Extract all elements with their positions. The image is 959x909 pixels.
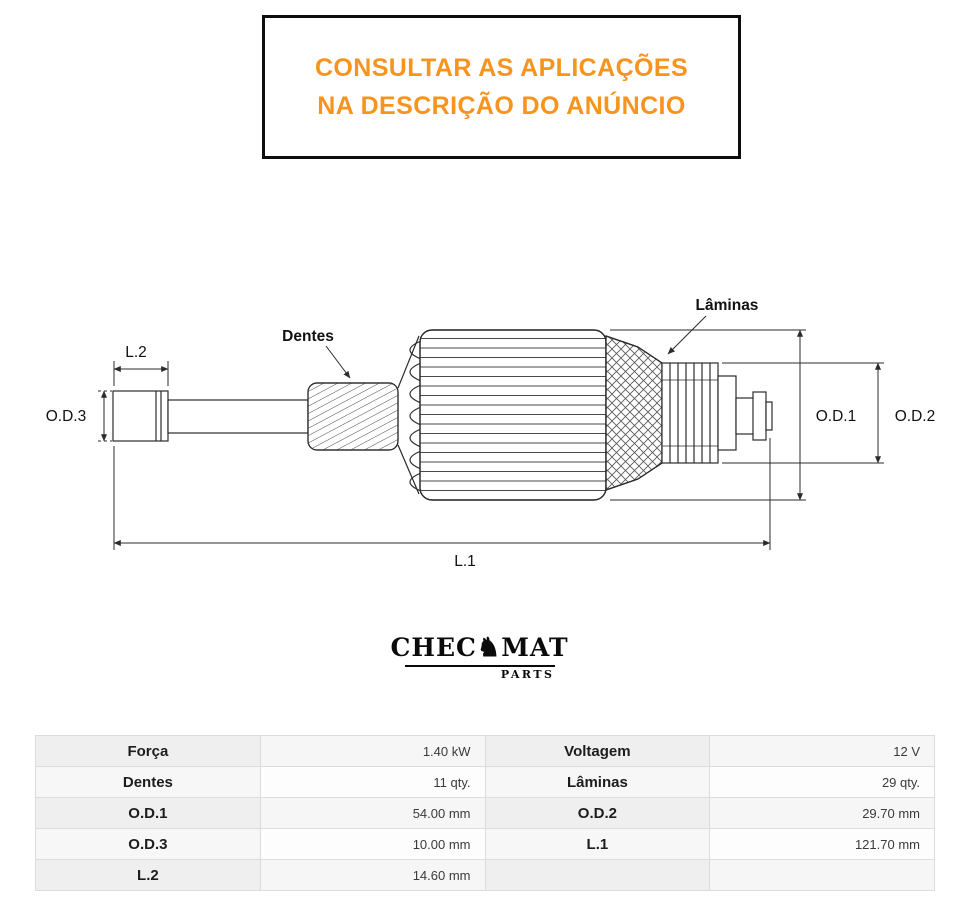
table-row: O.D.3 10.00 mm L.1 121.70 mm — [35, 828, 935, 860]
dim-label-od2: O.D.2 — [895, 408, 935, 425]
notice-box: CONSULTAR AS APLICAÇÕES NA DESCRIÇÃO DO … — [262, 15, 741, 159]
dentes-pointer-arrow — [325, 345, 351, 379]
table-row: O.D.1 54.00 mm O.D.2 29.70 mm — [35, 797, 935, 829]
spec-value: 10.00 mm — [259, 828, 486, 860]
end-collar — [752, 391, 767, 441]
spec-value: 29 qty. — [709, 766, 935, 798]
spec-label: L.2 — [35, 859, 261, 891]
diagram-labels: L.2 O.D.3 O.D.1 O.D.2 L.1 Dentes Lâminas — [46, 297, 935, 570]
spec-label: O.D.2 — [484, 797, 711, 829]
dim-label-od1: O.D.1 — [816, 408, 856, 425]
table-row: Dentes 11 qty. Lâminas 29 qty. — [35, 766, 935, 798]
brand-name: CHEC♞MAT — [390, 634, 568, 663]
notice-line-1: CONSULTAR AS APLICAÇÕES — [314, 53, 689, 82]
spec-label: Força — [35, 735, 261, 767]
brand-subtitle: PARTS — [404, 664, 555, 681]
notice-line-2: NA DESCRIÇÃO DO ANÚNCIO — [317, 91, 686, 120]
dim-label-od3: O.D.3 — [46, 408, 86, 425]
table-row: L.2 14.60 mm — [35, 859, 935, 891]
brand-name-post: MAT — [501, 633, 569, 662]
spec-label: L.1 — [484, 828, 711, 860]
spec-label: Dentes — [35, 766, 261, 798]
knight-icon: ♞ — [476, 633, 502, 663]
step-ring — [717, 375, 737, 451]
spec-value: 12 V — [709, 735, 935, 767]
dimension-lines — [98, 315, 884, 550]
spec-value: 11 qty. — [259, 766, 486, 798]
spec-label: Voltagem — [484, 735, 711, 767]
spec-value — [709, 859, 935, 891]
end-tip — [765, 401, 773, 431]
dim-label-l1: L.1 — [454, 553, 476, 570]
table-row: Força 1.40 kW Voltagem 12 V — [35, 735, 935, 767]
spec-label — [484, 859, 711, 891]
spec-value: 29.70 mm — [709, 797, 935, 829]
armature-diagram: L.2 O.D.3 O.D.1 O.D.2 L.1 Dentes Lâminas — [46, 297, 935, 570]
brand-logo: CHEC♞MAT PARTS — [0, 634, 959, 681]
brand-name-pre: CHEC — [390, 633, 477, 662]
spec-label: Lâminas — [484, 766, 711, 798]
spec-label: O.D.3 — [35, 828, 261, 860]
spec-value: 54.00 mm — [259, 797, 486, 829]
spec-value: 1.40 kW — [259, 735, 486, 767]
winding-end — [409, 340, 422, 360]
spec-label: O.D.1 — [35, 797, 261, 829]
shaft — [167, 399, 309, 434]
spec-table: Força 1.40 kW Voltagem 12 V Dentes 11 qt… — [35, 735, 935, 891]
dim-label-l2: L.2 — [125, 344, 147, 361]
part-label-laminas: Lâminas — [696, 297, 759, 314]
left-end-cylinder — [112, 390, 169, 442]
spec-value: 121.70 mm — [709, 828, 935, 860]
armature-drawing — [112, 329, 773, 501]
spec-value: 14.60 mm — [259, 859, 486, 891]
laminas-pointer-arrow — [667, 315, 707, 355]
part-label-dentes: Dentes — [282, 328, 334, 345]
